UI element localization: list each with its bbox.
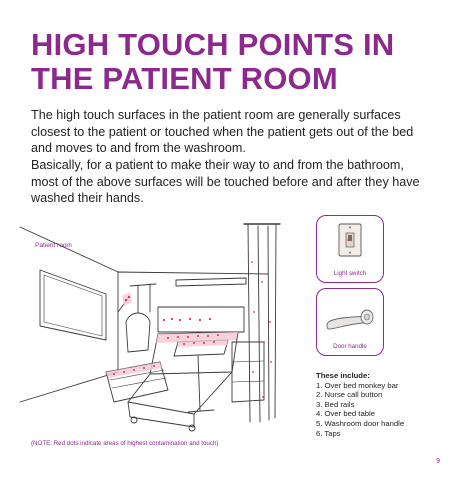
patient-room-illustration [19, 223, 281, 432]
page-number: 9 [436, 458, 440, 465]
page-title: HIGH TOUCH POINTS IN THE PATIENT ROOM [31, 28, 431, 96]
high-touch-list-heading: These include: [316, 371, 370, 380]
door-handle-thumbnail: Door handle [316, 288, 384, 356]
light-switch-icon [338, 223, 362, 257]
list-item: 1. Over bed monkey bar [316, 380, 399, 390]
bathroom-paragraph: Basically, for a patient to make their w… [31, 158, 420, 206]
contamination-note: (NOTE: Red dots indicate areas of highes… [31, 440, 219, 447]
list-item: 2. Nurse call button [316, 390, 383, 400]
light-switch-thumbnail: Light switch [316, 215, 384, 283]
intro-paragraph: The high touch surfaces in the patient r… [31, 108, 414, 156]
patient-room-label: Patient room [35, 242, 72, 249]
door-handle-caption: Door handle [333, 343, 367, 350]
page-title-line-1: HIGH TOUCH POINTS IN [31, 27, 395, 62]
list-item: 3. Bed rails [316, 399, 355, 409]
list-item: 4. Over bed table [316, 409, 375, 419]
high-touch-list: These include: 1. Over bed monkey bar 2.… [316, 371, 456, 438]
door-handle-icon [326, 309, 374, 330]
page-title-line-2: THE PATIENT ROOM [31, 61, 338, 96]
list-item: 6. Taps [316, 428, 341, 438]
light-switch-caption: Light switch [333, 270, 367, 277]
list-item: 5. Washroom door handle [316, 418, 405, 428]
